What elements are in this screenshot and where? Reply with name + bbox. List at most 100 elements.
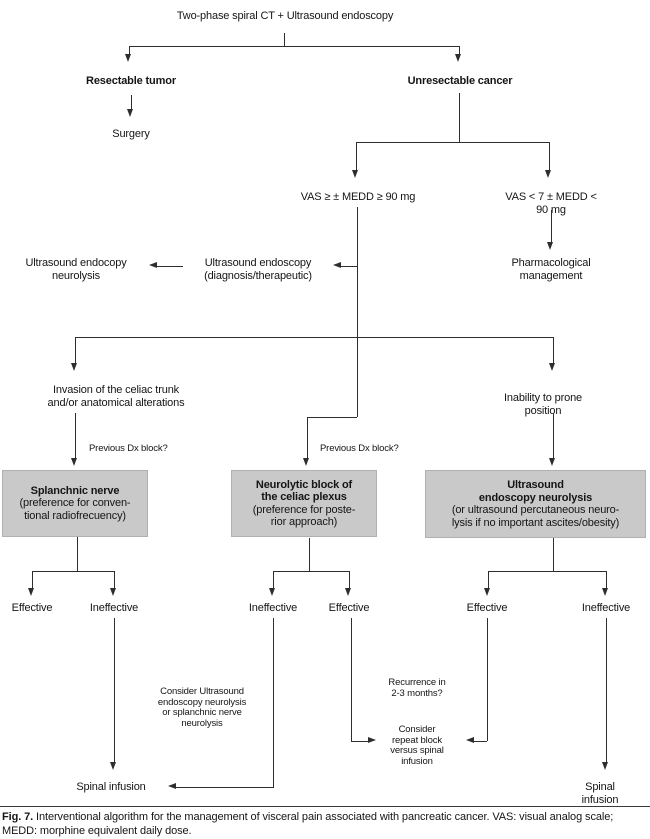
outcome-ineffective-left: Ineffective bbox=[89, 602, 139, 614]
arrowhead-down bbox=[269, 588, 275, 596]
connector-line bbox=[129, 46, 130, 54]
node-celiac-invasion: Invasion of the celiac trunk and/or anat… bbox=[47, 384, 185, 409]
arrowhead-down bbox=[455, 54, 461, 62]
connector-line bbox=[488, 571, 606, 572]
connector-line bbox=[474, 741, 487, 742]
connector-line bbox=[357, 207, 358, 417]
figure-caption-text: Interventional algorithm for the managem… bbox=[2, 811, 614, 837]
arrowhead-down bbox=[28, 588, 34, 596]
node-inability-prone: Inability to prone position bbox=[503, 392, 583, 417]
arrowhead-right bbox=[368, 737, 376, 743]
connector-line bbox=[606, 571, 607, 588]
outcome-effective-left: Effective bbox=[11, 602, 53, 614]
connector-line bbox=[307, 417, 308, 458]
node-root: Two-phase spiral CT + Ultrasound endosco… bbox=[176, 10, 394, 22]
decision-box-title: Splanchnic nerve bbox=[30, 484, 120, 497]
node-pharmacological-management: Pharmacological management bbox=[511, 257, 591, 282]
connector-line bbox=[77, 537, 78, 571]
arrowhead-left bbox=[466, 737, 474, 743]
connector-line bbox=[284, 33, 285, 46]
connector-line bbox=[273, 571, 349, 572]
node-spinal-infusion-left: Spinal infusion bbox=[76, 781, 146, 793]
node-ultrasound-endoscopy-diagnostic: Ultrasound endoscopy (diagnosis/therapeu… bbox=[204, 257, 312, 282]
arrowhead-down bbox=[545, 170, 551, 178]
connector-line bbox=[340, 266, 357, 267]
outcome-ineffective-right: Ineffective bbox=[581, 602, 631, 614]
arrowhead-down bbox=[602, 588, 608, 596]
node-vas-high: VAS ≥ ± MEDD ≥ 90 mg bbox=[300, 191, 416, 203]
connector-line bbox=[356, 142, 549, 143]
decision-box-title: Ultrasound endoscopy neurolysis bbox=[478, 479, 593, 504]
node-spinal-infusion-right: Spinal infusion bbox=[581, 781, 619, 806]
arrowhead-down bbox=[352, 170, 358, 178]
connector-line bbox=[273, 618, 274, 787]
figure-caption-label: Fig. 7. bbox=[2, 811, 34, 823]
connector-line bbox=[553, 538, 554, 571]
connector-line bbox=[75, 413, 76, 458]
connector-line bbox=[176, 787, 274, 788]
connector-line bbox=[349, 571, 350, 588]
arrowhead-down bbox=[127, 109, 133, 117]
connector-line bbox=[32, 571, 114, 572]
decision-box-splanchnic-nerve: Splanchnic nerve (preference for conven-… bbox=[2, 470, 148, 537]
connector-line bbox=[129, 46, 459, 47]
arrowhead-down bbox=[549, 363, 555, 371]
connector-line bbox=[551, 210, 552, 242]
connector-line bbox=[75, 337, 553, 338]
decision-box-body: (preference for conven- tional radiofrec… bbox=[19, 497, 131, 522]
figure-caption: Fig. 7. Interventional algorithm for the… bbox=[2, 811, 648, 838]
note-consider-ultrasound: Consider Ultrasound endoscopy neurolysis… bbox=[157, 686, 247, 729]
arrowhead-down bbox=[602, 762, 608, 770]
connector-line bbox=[131, 95, 132, 109]
arrowhead-down bbox=[110, 762, 116, 770]
connector-line bbox=[114, 571, 115, 588]
connector-line bbox=[487, 618, 488, 741]
connector-line bbox=[309, 538, 310, 571]
arrowhead-left bbox=[333, 262, 341, 268]
node-resectable-tumor: Resectable tumor bbox=[86, 75, 176, 87]
decision-box-neurolytic-block: Neurolytic block of the celiac plexus (p… bbox=[231, 470, 377, 537]
decision-box-body: (preference for poste- rior approach) bbox=[252, 503, 356, 529]
arrowhead-down bbox=[547, 242, 553, 250]
connector-line bbox=[114, 618, 115, 762]
arrowhead-down bbox=[71, 363, 77, 371]
node-vas-low: VAS < 7 ± MEDD < 90 mg bbox=[505, 191, 597, 216]
arrowhead-down bbox=[110, 588, 116, 596]
label-previous-dx-left: Previous Dx block? bbox=[89, 443, 168, 454]
arrowhead-down bbox=[549, 458, 555, 466]
decision-box-body: (or ultrasound percutaneous neuro- lysis… bbox=[451, 504, 620, 529]
node-ultrasound-endoscopy-neurolysis: Ultrasound endocopy neurolysis bbox=[25, 257, 127, 282]
connector-line bbox=[549, 142, 550, 170]
arrowhead-left bbox=[168, 783, 176, 789]
connector-line bbox=[488, 571, 489, 588]
node-surgery: Surgery bbox=[112, 128, 150, 140]
connector-line bbox=[606, 618, 607, 762]
connector-line bbox=[351, 618, 352, 741]
arrowhead-down bbox=[484, 588, 490, 596]
connector-line bbox=[307, 417, 357, 418]
caption-divider bbox=[0, 806, 650, 807]
arrowhead-down bbox=[345, 588, 351, 596]
connector-line bbox=[157, 266, 183, 267]
outcome-ineffective-middle: Ineffective bbox=[248, 602, 298, 614]
outcome-effective-middle: Effective bbox=[328, 602, 370, 614]
connector-line bbox=[273, 571, 274, 588]
label-previous-dx-middle: Previous Dx block? bbox=[320, 443, 399, 454]
note-consider-repeat-block: Consider repeat block versus spinal infu… bbox=[390, 724, 444, 767]
connector-line bbox=[553, 413, 554, 458]
connector-line bbox=[459, 93, 460, 142]
connector-line bbox=[356, 142, 357, 170]
outcome-effective-right: Effective bbox=[466, 602, 508, 614]
arrowhead-down bbox=[71, 458, 77, 466]
note-recurrence: Recurrence in 2-3 months? bbox=[388, 677, 446, 699]
decision-box-title: Neurolytic block of the celiac plexus bbox=[255, 478, 353, 504]
connector-line bbox=[32, 571, 33, 588]
arrowhead-down bbox=[303, 458, 309, 466]
connector-line bbox=[75, 337, 76, 363]
connector-line bbox=[351, 741, 368, 742]
node-unresectable-cancer: Unresectable cancer bbox=[407, 75, 513, 87]
connector-line bbox=[553, 337, 554, 363]
arrowhead-left bbox=[149, 262, 157, 268]
decision-box-ultrasound-neurolysis: Ultrasound endoscopy neurolysis (or ultr… bbox=[425, 470, 646, 538]
